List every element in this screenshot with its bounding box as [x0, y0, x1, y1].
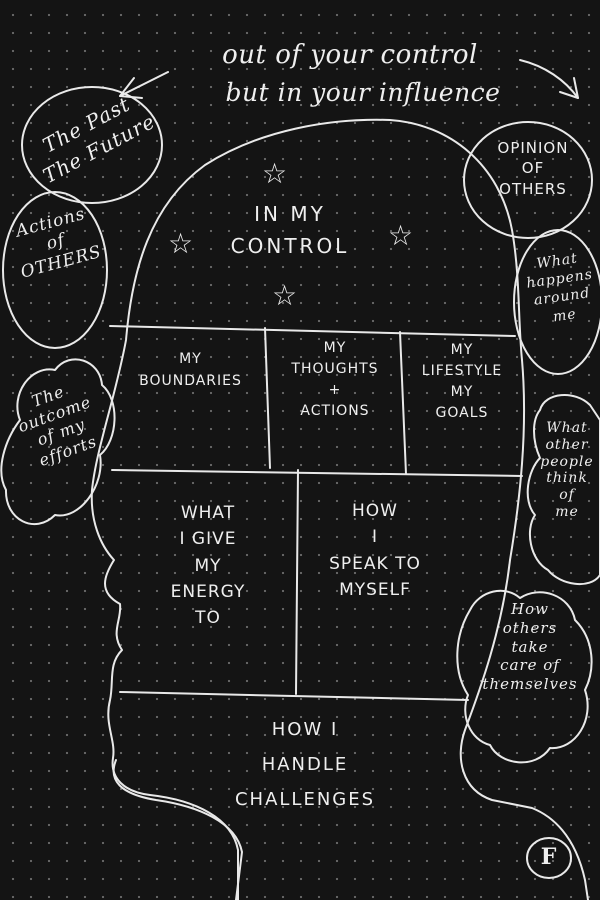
header-line-1: out of your control — [222, 40, 478, 70]
bubble-what-happens — [513, 229, 600, 375]
star-icon: ☆ — [168, 227, 194, 260]
signature-logo: F — [540, 844, 558, 870]
star-icon: ☆ — [388, 219, 414, 252]
note-others-care: How others take care of themselves — [482, 600, 578, 693]
arrow-right-head — [559, 77, 579, 99]
divider-1 — [264, 327, 271, 469]
signature-circle — [526, 837, 572, 879]
bubble-actions-others — [2, 191, 108, 349]
cell-thoughts: MY THOUGHTS + ACTIONS — [291, 340, 379, 419]
arrow-right — [519, 59, 579, 99]
cloud-others-care — [456, 589, 593, 764]
cell-speak: HOW I SPEAK TO MYSELF — [329, 501, 421, 601]
cell-energy: what I GIVE MY ENERGY TO — [170, 503, 246, 629]
head-outline-2 — [112, 759, 243, 900]
star-icon: ☆ — [272, 279, 298, 312]
note-what-think: What other people think of me — [540, 420, 594, 520]
cell-boundaries: MY BOUNDARIES — [139, 351, 242, 390]
cloud-outcome — [0, 358, 116, 526]
cloud-others-think — [526, 393, 600, 586]
divider-2 — [399, 331, 407, 475]
divider-3 — [295, 469, 299, 695]
note-opinion-others: OPINION OF OTHERS — [497, 139, 569, 198]
arrow-left-head — [119, 77, 143, 99]
bubble-past-future — [21, 86, 163, 204]
star-icon: ☆ — [262, 157, 288, 190]
grid-mid-line — [111, 469, 523, 477]
arrow-left — [119, 71, 169, 97]
grid-top-line — [109, 325, 516, 337]
cell-challenges: HOW I HANDLE CHALLENGES — [234, 719, 376, 811]
cell-lifestyle: MY LIFESTYLE MY GOALS — [421, 342, 503, 421]
header-line-2: but in your influence — [225, 78, 501, 107]
head-outline — [90, 118, 589, 900]
grid-bottom-line — [119, 691, 469, 701]
note-what-happens: What happens around me — [525, 250, 594, 325]
control-title: IN MY CONTROL — [230, 202, 350, 258]
bubble-opinion — [463, 121, 593, 239]
